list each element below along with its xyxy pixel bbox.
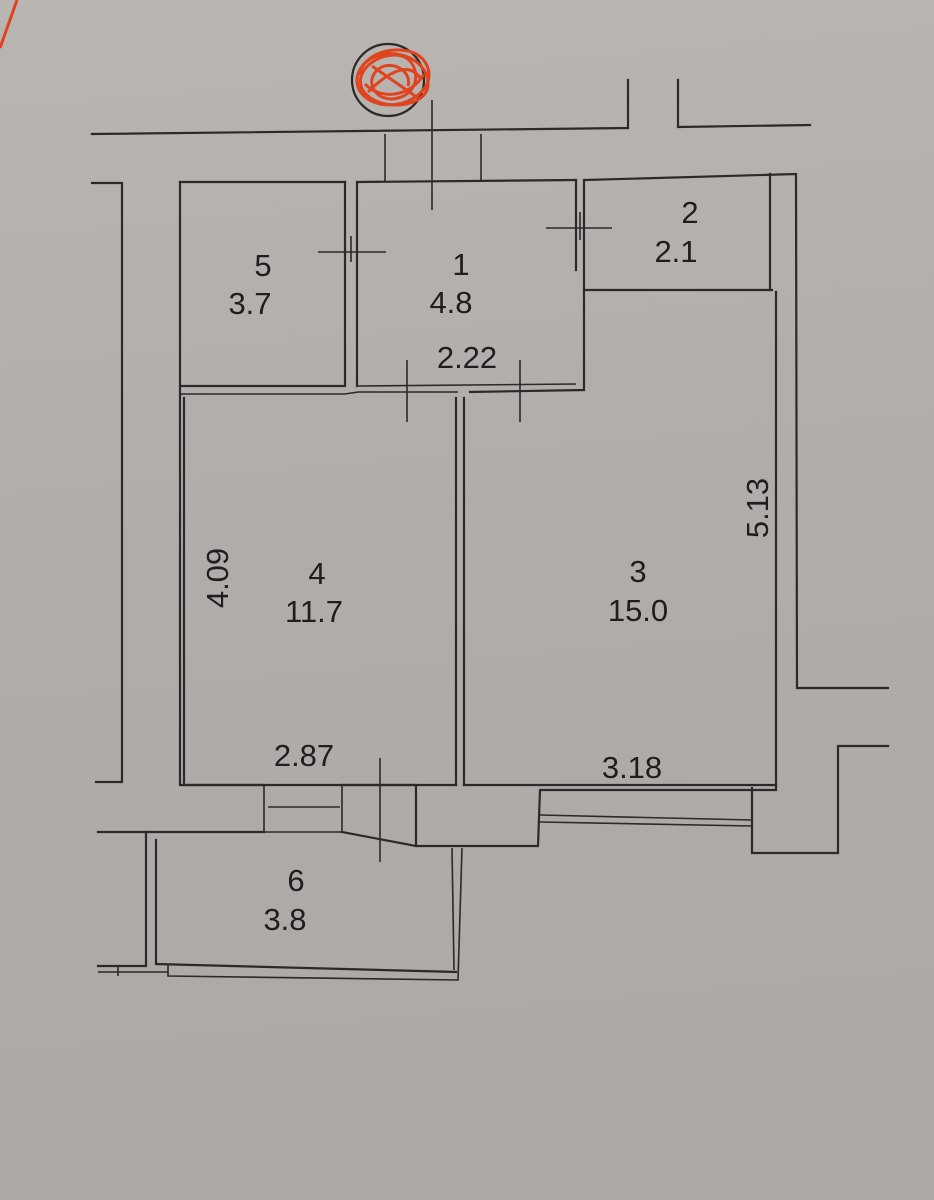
room-number: 6 xyxy=(287,863,304,898)
dimension-room4-width: 2.87 xyxy=(274,738,334,773)
dimension-corridor-width: 2.22 xyxy=(437,340,497,375)
room-number: 3 xyxy=(629,554,646,589)
room-area: 15.0 xyxy=(608,593,668,628)
room-1-label: 1 4.8 xyxy=(429,247,472,320)
corridor-lines xyxy=(90,78,812,784)
room-area: 3.7 xyxy=(228,286,271,321)
dimension-room3-length: 5.13 xyxy=(740,478,775,538)
room-number: 1 xyxy=(452,247,469,282)
room-number: 4 xyxy=(308,556,325,591)
room-area: 4.8 xyxy=(429,285,472,320)
room-area: 2.1 xyxy=(654,234,697,269)
red-corner-mark xyxy=(0,0,19,49)
interior-partitions xyxy=(178,178,778,787)
dimension-room4-length: 4.09 xyxy=(200,548,235,608)
door-marks xyxy=(318,100,612,862)
room-number: 5 xyxy=(254,248,271,283)
room-5-label: 5 3.7 xyxy=(228,248,271,321)
scribbled-marker xyxy=(350,42,431,118)
room-6-label: 6 3.8 xyxy=(263,863,306,937)
room-number: 2 xyxy=(681,195,698,230)
room-area: 11.7 xyxy=(285,594,343,629)
room-3-label: 3 15.0 xyxy=(608,554,668,628)
room-4-label: 4 11.7 xyxy=(285,556,343,629)
room-area: 3.8 xyxy=(263,902,306,937)
loggia-walls xyxy=(96,830,463,981)
dimension-room3-width: 3.18 xyxy=(602,750,662,785)
room-2-label: 2 2.1 xyxy=(654,195,698,269)
